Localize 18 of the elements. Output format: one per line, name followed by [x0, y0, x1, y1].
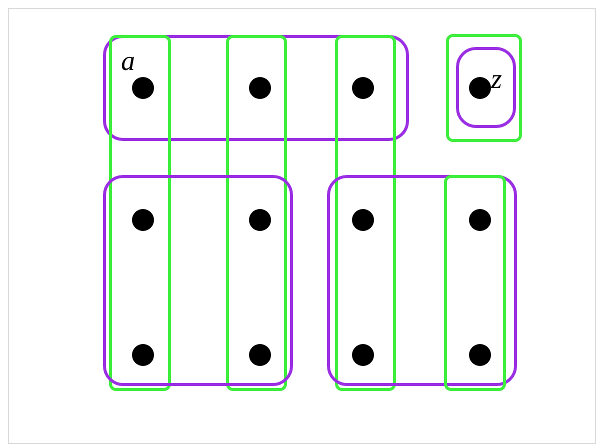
set-outline — [226, 35, 287, 391]
point-dot — [352, 77, 374, 99]
point-label: z — [491, 66, 502, 94]
point-dot — [249, 77, 271, 99]
point-dot — [249, 209, 271, 231]
point-dot — [132, 344, 154, 366]
set-outline — [109, 35, 171, 391]
point-dot — [132, 209, 154, 231]
set-outline — [456, 47, 516, 128]
point-dot — [469, 77, 491, 99]
set-outline — [446, 34, 522, 142]
point-dot — [352, 209, 374, 231]
point-dot — [352, 344, 374, 366]
point-dot — [249, 344, 271, 366]
set-outline — [103, 175, 293, 386]
point-label: a — [121, 48, 135, 76]
point-dot — [132, 77, 154, 99]
set-outline — [335, 35, 396, 391]
